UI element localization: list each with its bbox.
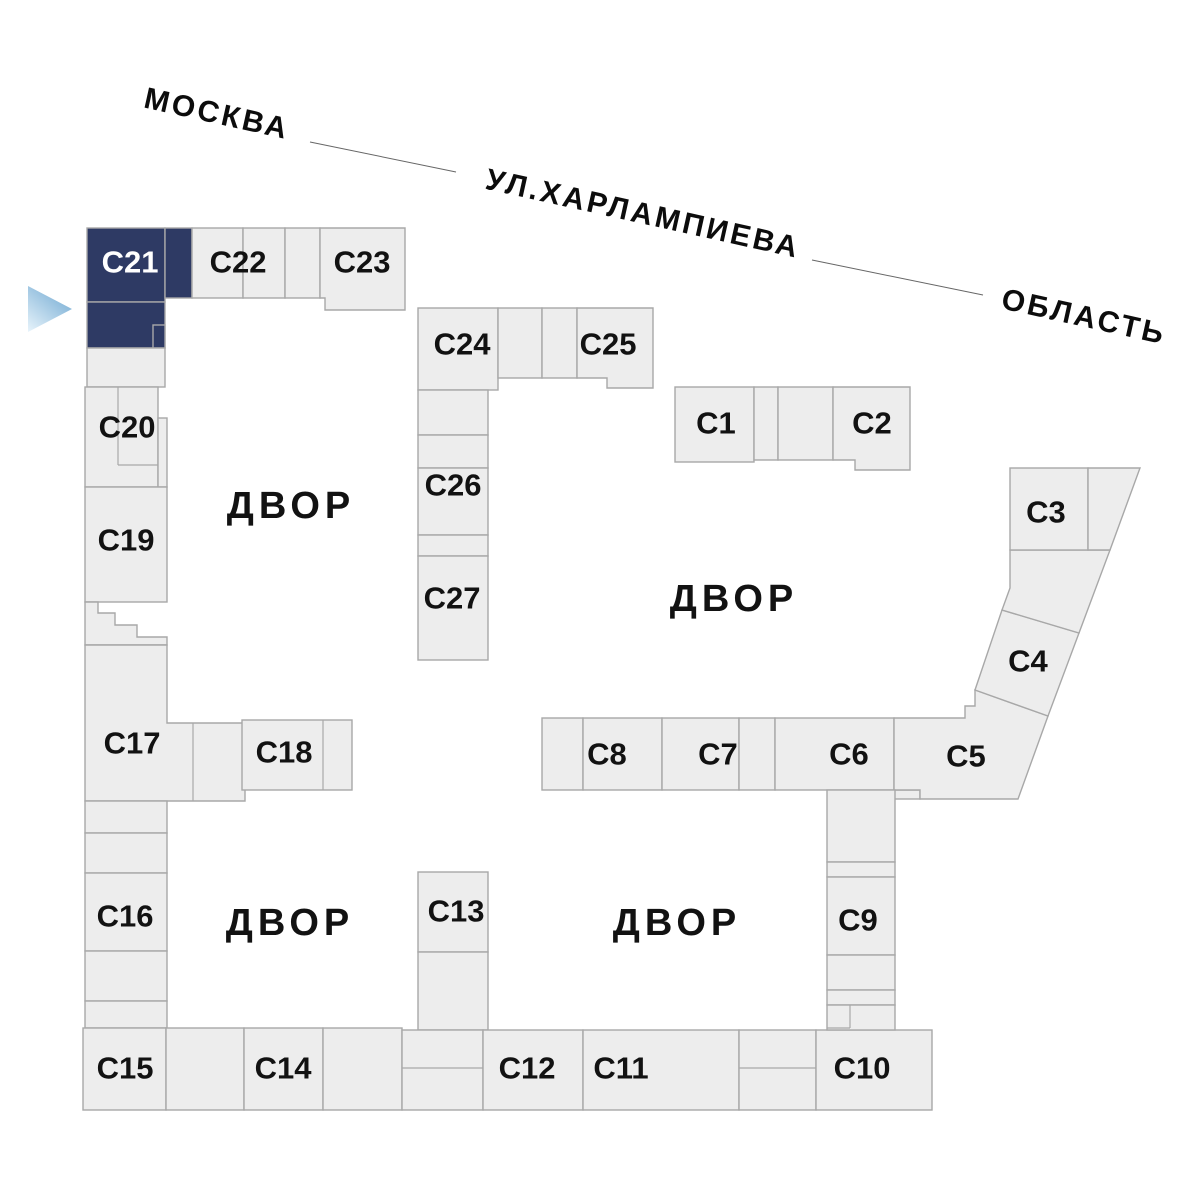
courtyard-label-3: ДВОР xyxy=(613,902,741,944)
building-c22-east[interactable] xyxy=(242,227,286,299)
courtyard-label-1: ДВОР xyxy=(670,578,798,620)
building-seg-d2[interactable] xyxy=(777,386,834,461)
courtyard-label-2: ДВОР xyxy=(226,902,354,944)
building-c25[interactable] xyxy=(576,307,654,389)
building-c2[interactable] xyxy=(832,386,911,471)
building-c21-south[interactable] xyxy=(86,301,166,349)
street-label-2: ОБЛАСТЬ xyxy=(998,283,1169,352)
building-seg-d1[interactable] xyxy=(753,386,779,461)
building-seg-e2[interactable] xyxy=(738,717,776,791)
building-c21[interactable] xyxy=(86,227,166,303)
selected-building-pointer-icon xyxy=(28,286,72,332)
building-seg-a2[interactable] xyxy=(86,347,166,388)
building-seg-b4[interactable] xyxy=(401,1029,484,1111)
building-c13[interactable] xyxy=(417,871,489,953)
building-seg-b3[interactable] xyxy=(417,951,489,1031)
building-c23[interactable] xyxy=(319,227,406,311)
building-seg-b1[interactable] xyxy=(165,1027,245,1111)
building-seg-g4[interactable] xyxy=(826,989,896,1006)
courtyard-label-0: ДВОР xyxy=(227,485,355,527)
building-c9[interactable] xyxy=(826,876,896,956)
building-c17[interactable] xyxy=(84,644,246,802)
building-seg-b5[interactable] xyxy=(738,1029,817,1111)
building-seg-a4[interactable] xyxy=(84,800,168,834)
building-c6[interactable] xyxy=(774,717,895,791)
building-c10[interactable] xyxy=(815,1029,933,1111)
building-seg-c4[interactable] xyxy=(417,434,489,469)
building-seg-g5[interactable] xyxy=(826,1004,896,1031)
street-label-0: МОСКВА xyxy=(141,82,293,146)
street-leader-line xyxy=(309,141,457,173)
building-c12[interactable] xyxy=(482,1029,584,1111)
building-c3[interactable] xyxy=(1009,467,1089,551)
building-c11[interactable] xyxy=(582,1029,740,1111)
building-seg-stairs[interactable] xyxy=(84,601,168,646)
building-seg-c5[interactable] xyxy=(417,534,489,557)
building-seg-a1[interactable] xyxy=(284,227,321,299)
building-c8[interactable] xyxy=(582,717,663,791)
building-seg-g2[interactable] xyxy=(826,861,896,878)
building-seg-a3[interactable] xyxy=(157,417,168,488)
building-seg-a5[interactable] xyxy=(84,832,168,874)
building-seg-c3[interactable] xyxy=(417,389,489,436)
building-c27[interactable] xyxy=(417,555,489,661)
building-seg-e1[interactable] xyxy=(541,717,584,791)
building-c1[interactable] xyxy=(674,386,755,463)
building-seg-a6[interactable] xyxy=(84,950,168,1002)
building-seg-g1[interactable] xyxy=(826,789,896,863)
building-c24[interactable] xyxy=(417,307,499,391)
building-c7[interactable] xyxy=(661,717,740,791)
building-c21-cell[interactable] xyxy=(152,324,166,349)
building-seg-e3[interactable] xyxy=(893,789,921,800)
street-leader-line xyxy=(811,259,984,296)
building-seg-b2[interactable] xyxy=(322,1027,403,1111)
building-seg-c2[interactable] xyxy=(541,307,578,379)
building-c26[interactable] xyxy=(417,467,489,536)
building-c19[interactable] xyxy=(84,486,168,603)
building-c20[interactable] xyxy=(84,386,159,488)
building-c16[interactable] xyxy=(84,872,168,952)
building-c18[interactable] xyxy=(241,719,353,791)
building-c21-east[interactable] xyxy=(164,227,193,299)
building-seg-f2[interactable] xyxy=(1087,467,1142,551)
building-c15[interactable] xyxy=(82,1027,167,1111)
building-c22[interactable] xyxy=(191,227,244,299)
building-seg-g3[interactable] xyxy=(826,954,896,991)
street-label-1: УЛ.ХАРЛАМПИЕВА xyxy=(483,163,804,265)
building-seg-a7[interactable] xyxy=(84,1000,168,1029)
building-c14[interactable] xyxy=(243,1027,324,1111)
building-seg-c1[interactable] xyxy=(497,307,543,379)
